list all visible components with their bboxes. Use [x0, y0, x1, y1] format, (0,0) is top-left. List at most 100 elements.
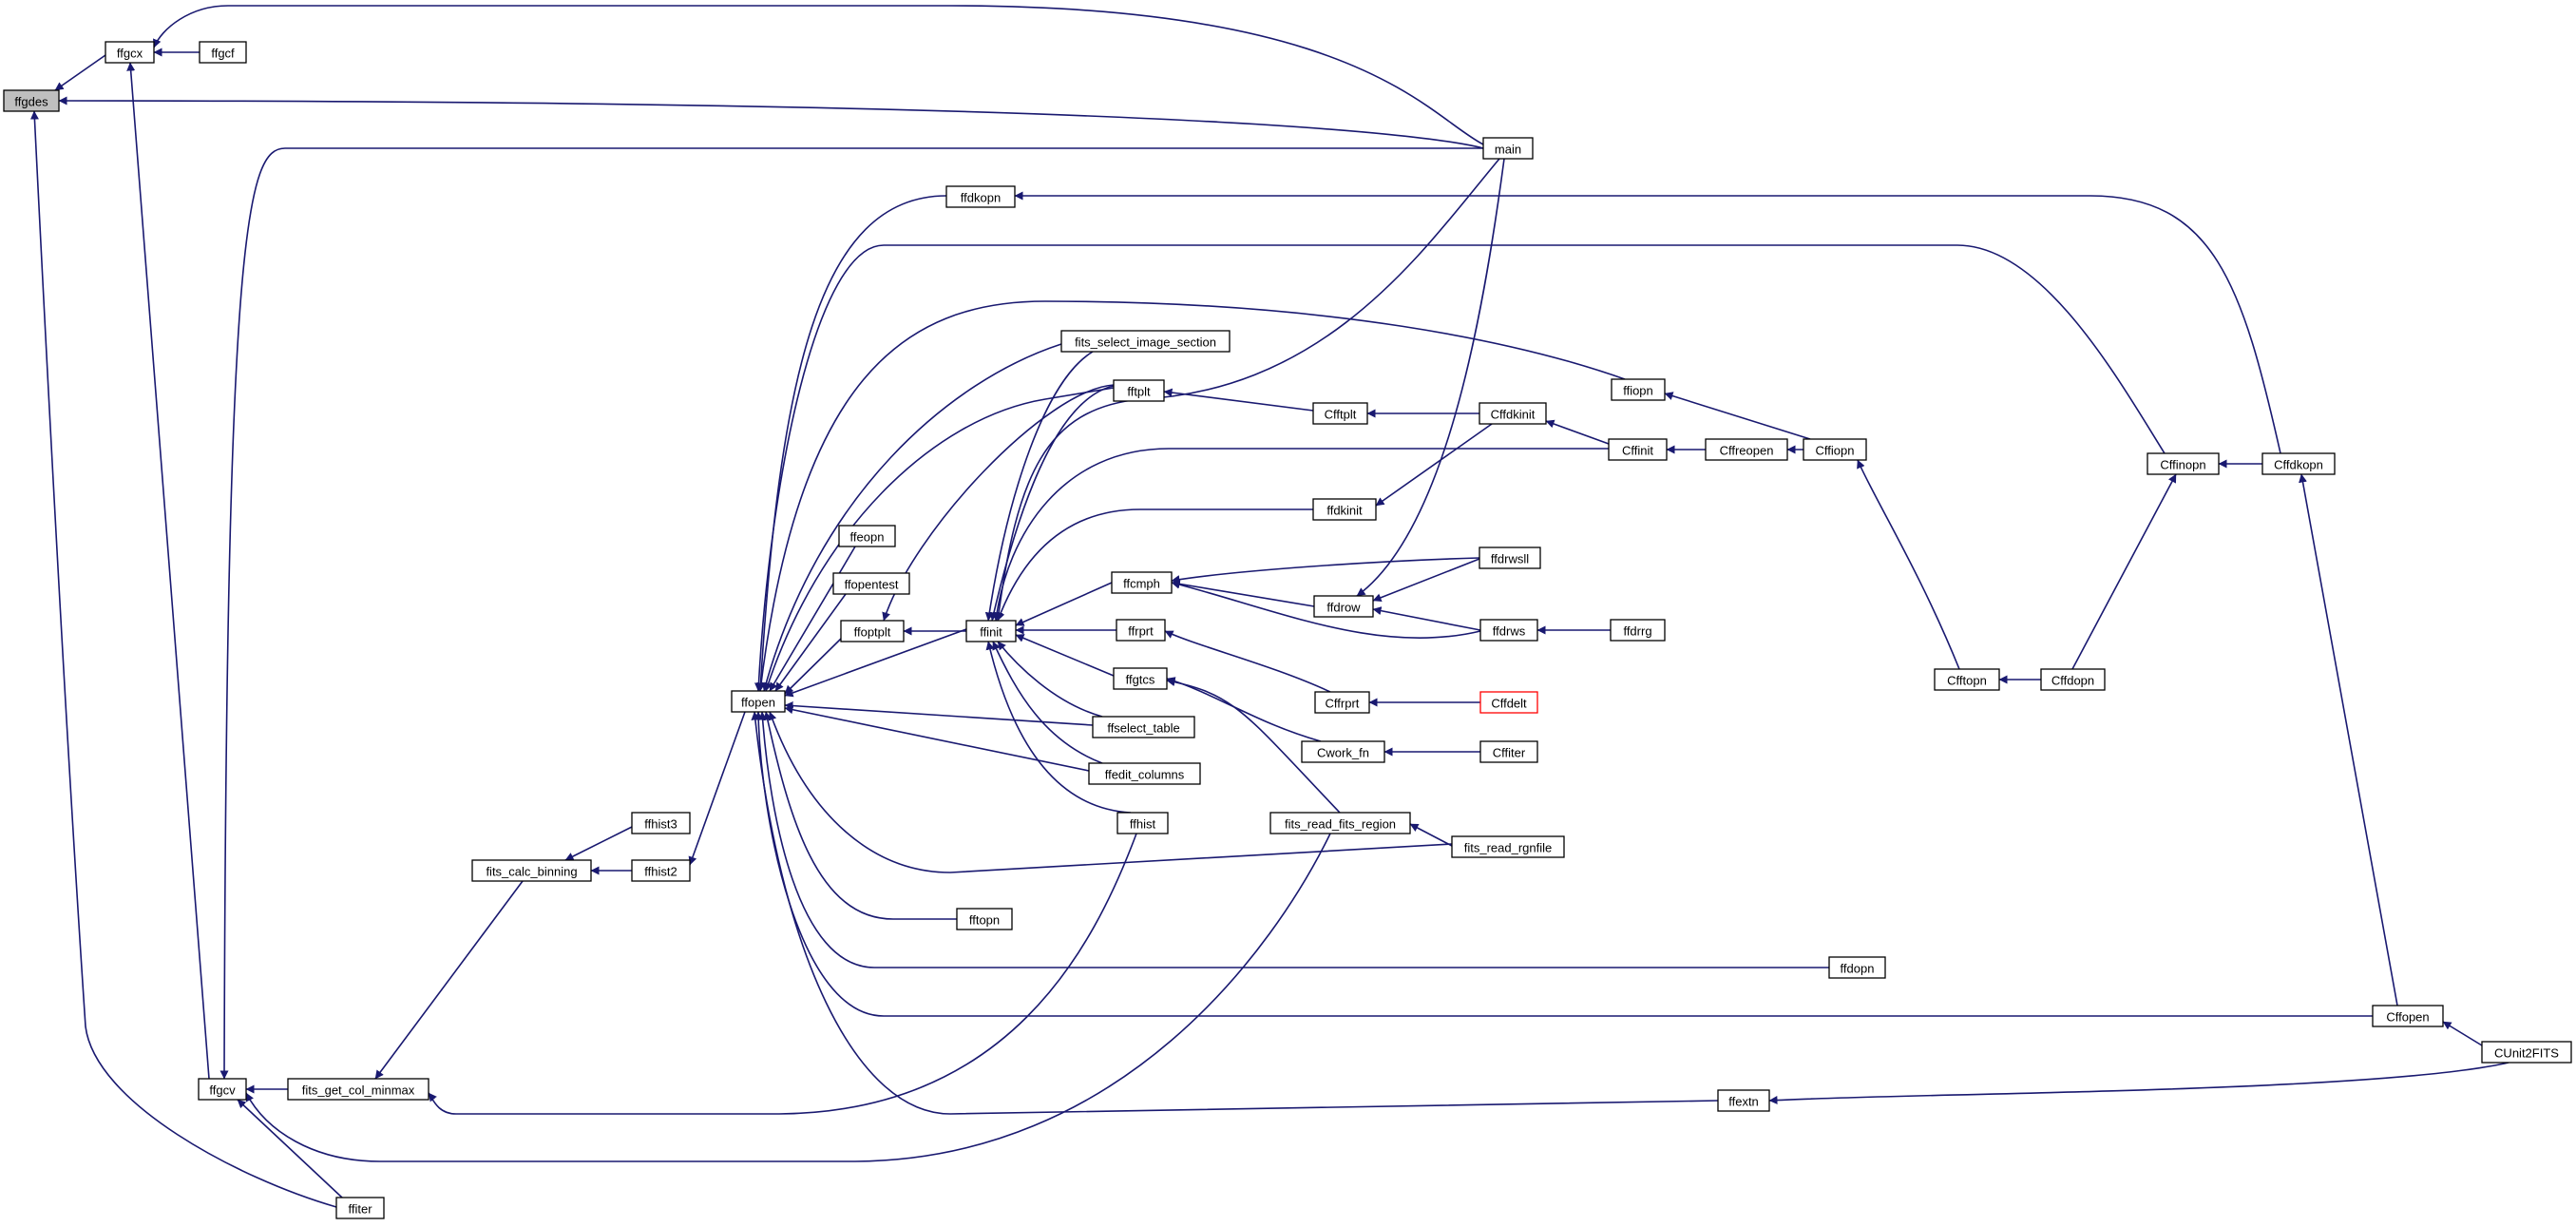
node-ffgcf[interactable]: ffgcf: [199, 41, 247, 64]
call-edge-main-to-ffgcx: [153, 5, 1484, 145]
call-edge-ffdkopn-to-ffopen: [756, 195, 947, 692]
node-ffhist2[interactable]: ffhist2: [631, 859, 691, 882]
node-ffgtcs[interactable]: ffgtcs: [1113, 667, 1168, 690]
node-box: [1479, 740, 1538, 763]
call-edge-ffcmph-to-ffinit: [1015, 582, 1113, 626]
node-fits_get_col_minmax[interactable]: fits_get_col_minmax: [287, 1078, 429, 1101]
node-Cffrprt[interactable]: Cffrprt: [1314, 691, 1370, 714]
node-Cffiter[interactable]: Cffiter: [1479, 740, 1538, 763]
node-ffrprt[interactable]: ffrprt: [1116, 619, 1166, 642]
call-edge-ffselect_table-to-ffinit: [997, 641, 1103, 718]
node-Cffinit[interactable]: Cffinit: [1608, 438, 1668, 461]
node-box: [1611, 378, 1666, 401]
node-Cffdkopn[interactable]: Cffdkopn: [2261, 452, 2336, 475]
node-box: [1312, 402, 1368, 425]
call-edge-main-to-ffgcv: [219, 147, 1483, 1080]
node-box: [1934, 668, 2000, 691]
call-edge-ffdrow-to-ffcmph: [1171, 579, 1315, 607]
node-ffeopn[interactable]: ffeopn: [838, 525, 896, 547]
node-ffiopn[interactable]: ffiopn: [1611, 378, 1666, 401]
node-ffextn[interactable]: ffextn: [1717, 1089, 1770, 1112]
call-edge-ffedit_columns-to-ffopen: [784, 705, 1090, 772]
call-edge-ffedit_columns-to-ffinit: [992, 641, 1103, 764]
node-ffiter[interactable]: ffiter: [335, 1197, 385, 1219]
node-ffselect_table[interactable]: ffselect_table: [1092, 716, 1195, 738]
node-CUnit2FITS[interactable]: CUnit2FITS: [2481, 1041, 2572, 1064]
node-ffhist3[interactable]: ffhist3: [631, 812, 691, 834]
node-box: [1314, 691, 1370, 714]
call-edge-Cffdkopn-to-ffdkopn: [1014, 191, 2281, 454]
call-edge-ffiter-to-ffgdes: [29, 110, 337, 1208]
node-ffdrwsll[interactable]: ffdrwsll: [1479, 546, 1541, 569]
node-box: [335, 1197, 385, 1219]
node-fits_calc_binning[interactable]: fits_calc_binning: [471, 859, 592, 882]
call-edge-ffdrwsll-to-ffcmph: [1171, 557, 1480, 585]
node-ffgcx[interactable]: ffgcx: [105, 41, 155, 64]
node-box: [1610, 619, 1666, 642]
call-edge-Cffdopn-to-Cffinopn: [2071, 473, 2177, 670]
call-edge-fits_calc_binning-to-fits_get_col_minmax: [374, 880, 524, 1080]
node-ffdkopn[interactable]: ffdkopn: [945, 185, 1016, 208]
node-Cffdelt[interactable]: Cffdelt: [1479, 691, 1538, 714]
node-ffdrrg[interactable]: ffdrrg: [1610, 619, 1666, 642]
node-ffopentest[interactable]: ffopentest: [832, 572, 910, 595]
node-box: [1479, 691, 1538, 714]
node-Cffdopn[interactable]: Cffdopn: [2040, 668, 2106, 691]
node-ffdopn[interactable]: ffdopn: [1828, 956, 1886, 979]
node-ffedit_columns[interactable]: ffedit_columns: [1088, 762, 1201, 785]
node-Cffreopen[interactable]: Cffreopen: [1705, 438, 1788, 461]
node-box: [1479, 546, 1541, 569]
node-box: [1312, 498, 1377, 521]
node-box: [956, 908, 1013, 930]
node-ffinit[interactable]: ffinit: [965, 620, 1017, 642]
call-edge-ffdrws-to-ffcmph: [1171, 580, 1481, 640]
node-ffoptplt[interactable]: ffoptplt: [840, 620, 905, 642]
node-box: [1111, 571, 1173, 594]
call-edge-fits_select_image_section-to-ffopen: [761, 343, 1062, 692]
call-edge-fftplt-to-ffopen: [764, 387, 1115, 692]
node-Cwork_fn[interactable]: Cwork_fn: [1301, 740, 1385, 763]
call-edge-ffgcv-to-ffgcx: [126, 62, 210, 1080]
node-box: [1092, 716, 1195, 738]
node-Cffiopn[interactable]: Cffiopn: [1803, 438, 1867, 461]
node-fits_read_rgnfile[interactable]: fits_read_rgnfile: [1451, 835, 1565, 858]
node-fits_select_image_section[interactable]: fits_select_image_section: [1060, 330, 1231, 353]
node-box: [1479, 402, 1547, 425]
call-edge-ffeopn-to-ffopen: [769, 546, 856, 692]
edge-layer: [29, 5, 2509, 1208]
call-edge-main-to-ffinit: [994, 158, 1500, 622]
node-Cfftopn[interactable]: Cfftopn: [1934, 668, 2000, 691]
node-box: [3, 89, 60, 112]
node-main[interactable]: main: [1482, 137, 1534, 160]
node-Cfftplt[interactable]: Cfftplt: [1312, 402, 1368, 425]
call-edge-Cffopen-to-Cffdkopn: [2299, 473, 2398, 1007]
node-ffdrow[interactable]: ffdrow: [1313, 595, 1374, 618]
call-edge-ffopentest-to-ffopen: [774, 593, 847, 692]
node-ffgdes[interactable]: ffgdes: [3, 89, 60, 112]
node-box: [2372, 1005, 2444, 1027]
node-Cffopen[interactable]: Cffopen: [2372, 1005, 2444, 1027]
call-edge-ffgtcs-to-ffinit: [1015, 634, 1115, 677]
call-edge-Cffiopn-to-ffiopn: [1664, 392, 1811, 440]
node-Cffinopn[interactable]: Cffinopn: [2147, 452, 2220, 475]
node-ffdkinit[interactable]: ffdkinit: [1312, 498, 1377, 521]
node-box: [1269, 812, 1411, 834]
node-layer: ffgdes ffgcx ffgcf main ffgcv fits_get_col_mi…: [3, 41, 2572, 1219]
node-box: [838, 525, 896, 547]
call-edge-ffdrwsll-to-ffdrow: [1372, 558, 1480, 603]
node-fftplt[interactable]: fftplt: [1113, 379, 1165, 402]
call-edge-ffhist-to-ffinit: [985, 641, 1132, 814]
node-Cffdkinit[interactable]: Cffdkinit: [1479, 402, 1547, 425]
call-edge-Cffinit-to-Cffdkinit: [1545, 419, 1610, 445]
call-edge-fits_read_fits_region-to-ffgcv: [245, 833, 1331, 1162]
node-fftopn[interactable]: fftopn: [956, 908, 1013, 930]
node-box: [471, 859, 592, 882]
node-ffhist[interactable]: ffhist: [1116, 812, 1169, 834]
node-fits_read_fits_region[interactable]: fits_read_fits_region: [1269, 812, 1411, 834]
node-ffdrws[interactable]: ffdrws: [1479, 619, 1538, 642]
node-ffcmph[interactable]: ffcmph: [1111, 571, 1173, 594]
node-ffopen[interactable]: ffopen: [731, 690, 786, 713]
node-box: [105, 41, 155, 64]
node-box: [199, 41, 247, 64]
node-ffgcv[interactable]: ffgcv: [198, 1078, 247, 1101]
